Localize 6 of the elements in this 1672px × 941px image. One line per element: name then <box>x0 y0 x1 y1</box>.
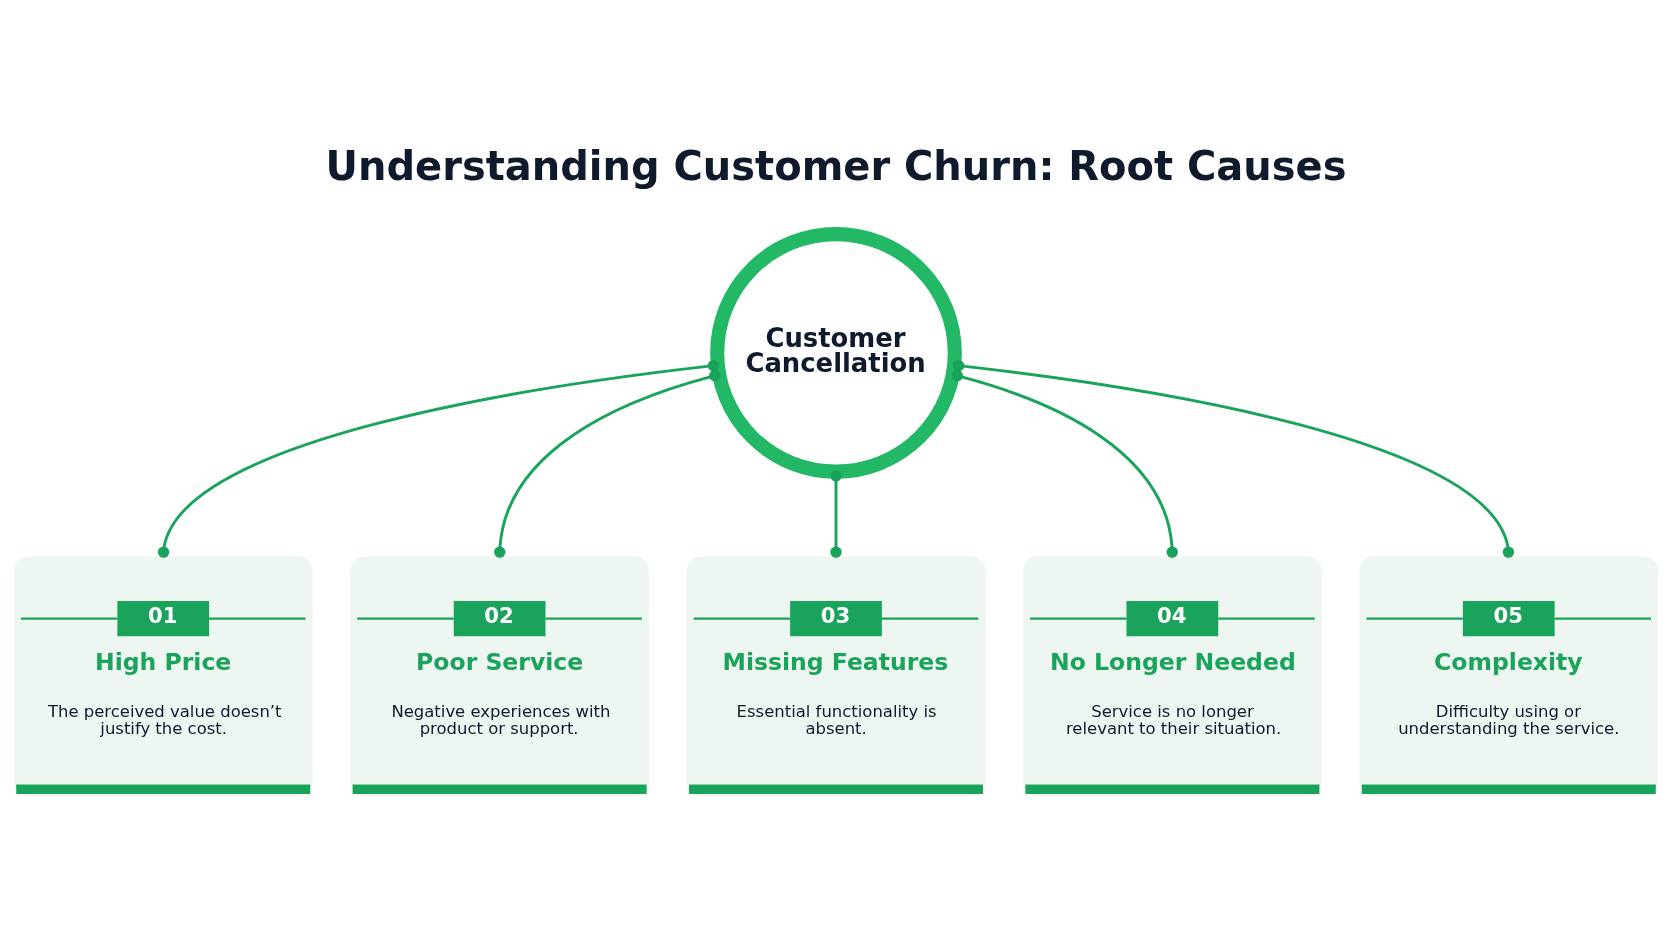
connector <box>952 359 1515 558</box>
connector <box>157 359 720 558</box>
connector <box>951 370 1178 558</box>
connector <box>494 370 721 558</box>
diagram-title: Understanding Customer Churn: Root Causes <box>325 143 1347 190</box>
connector <box>830 470 842 558</box>
